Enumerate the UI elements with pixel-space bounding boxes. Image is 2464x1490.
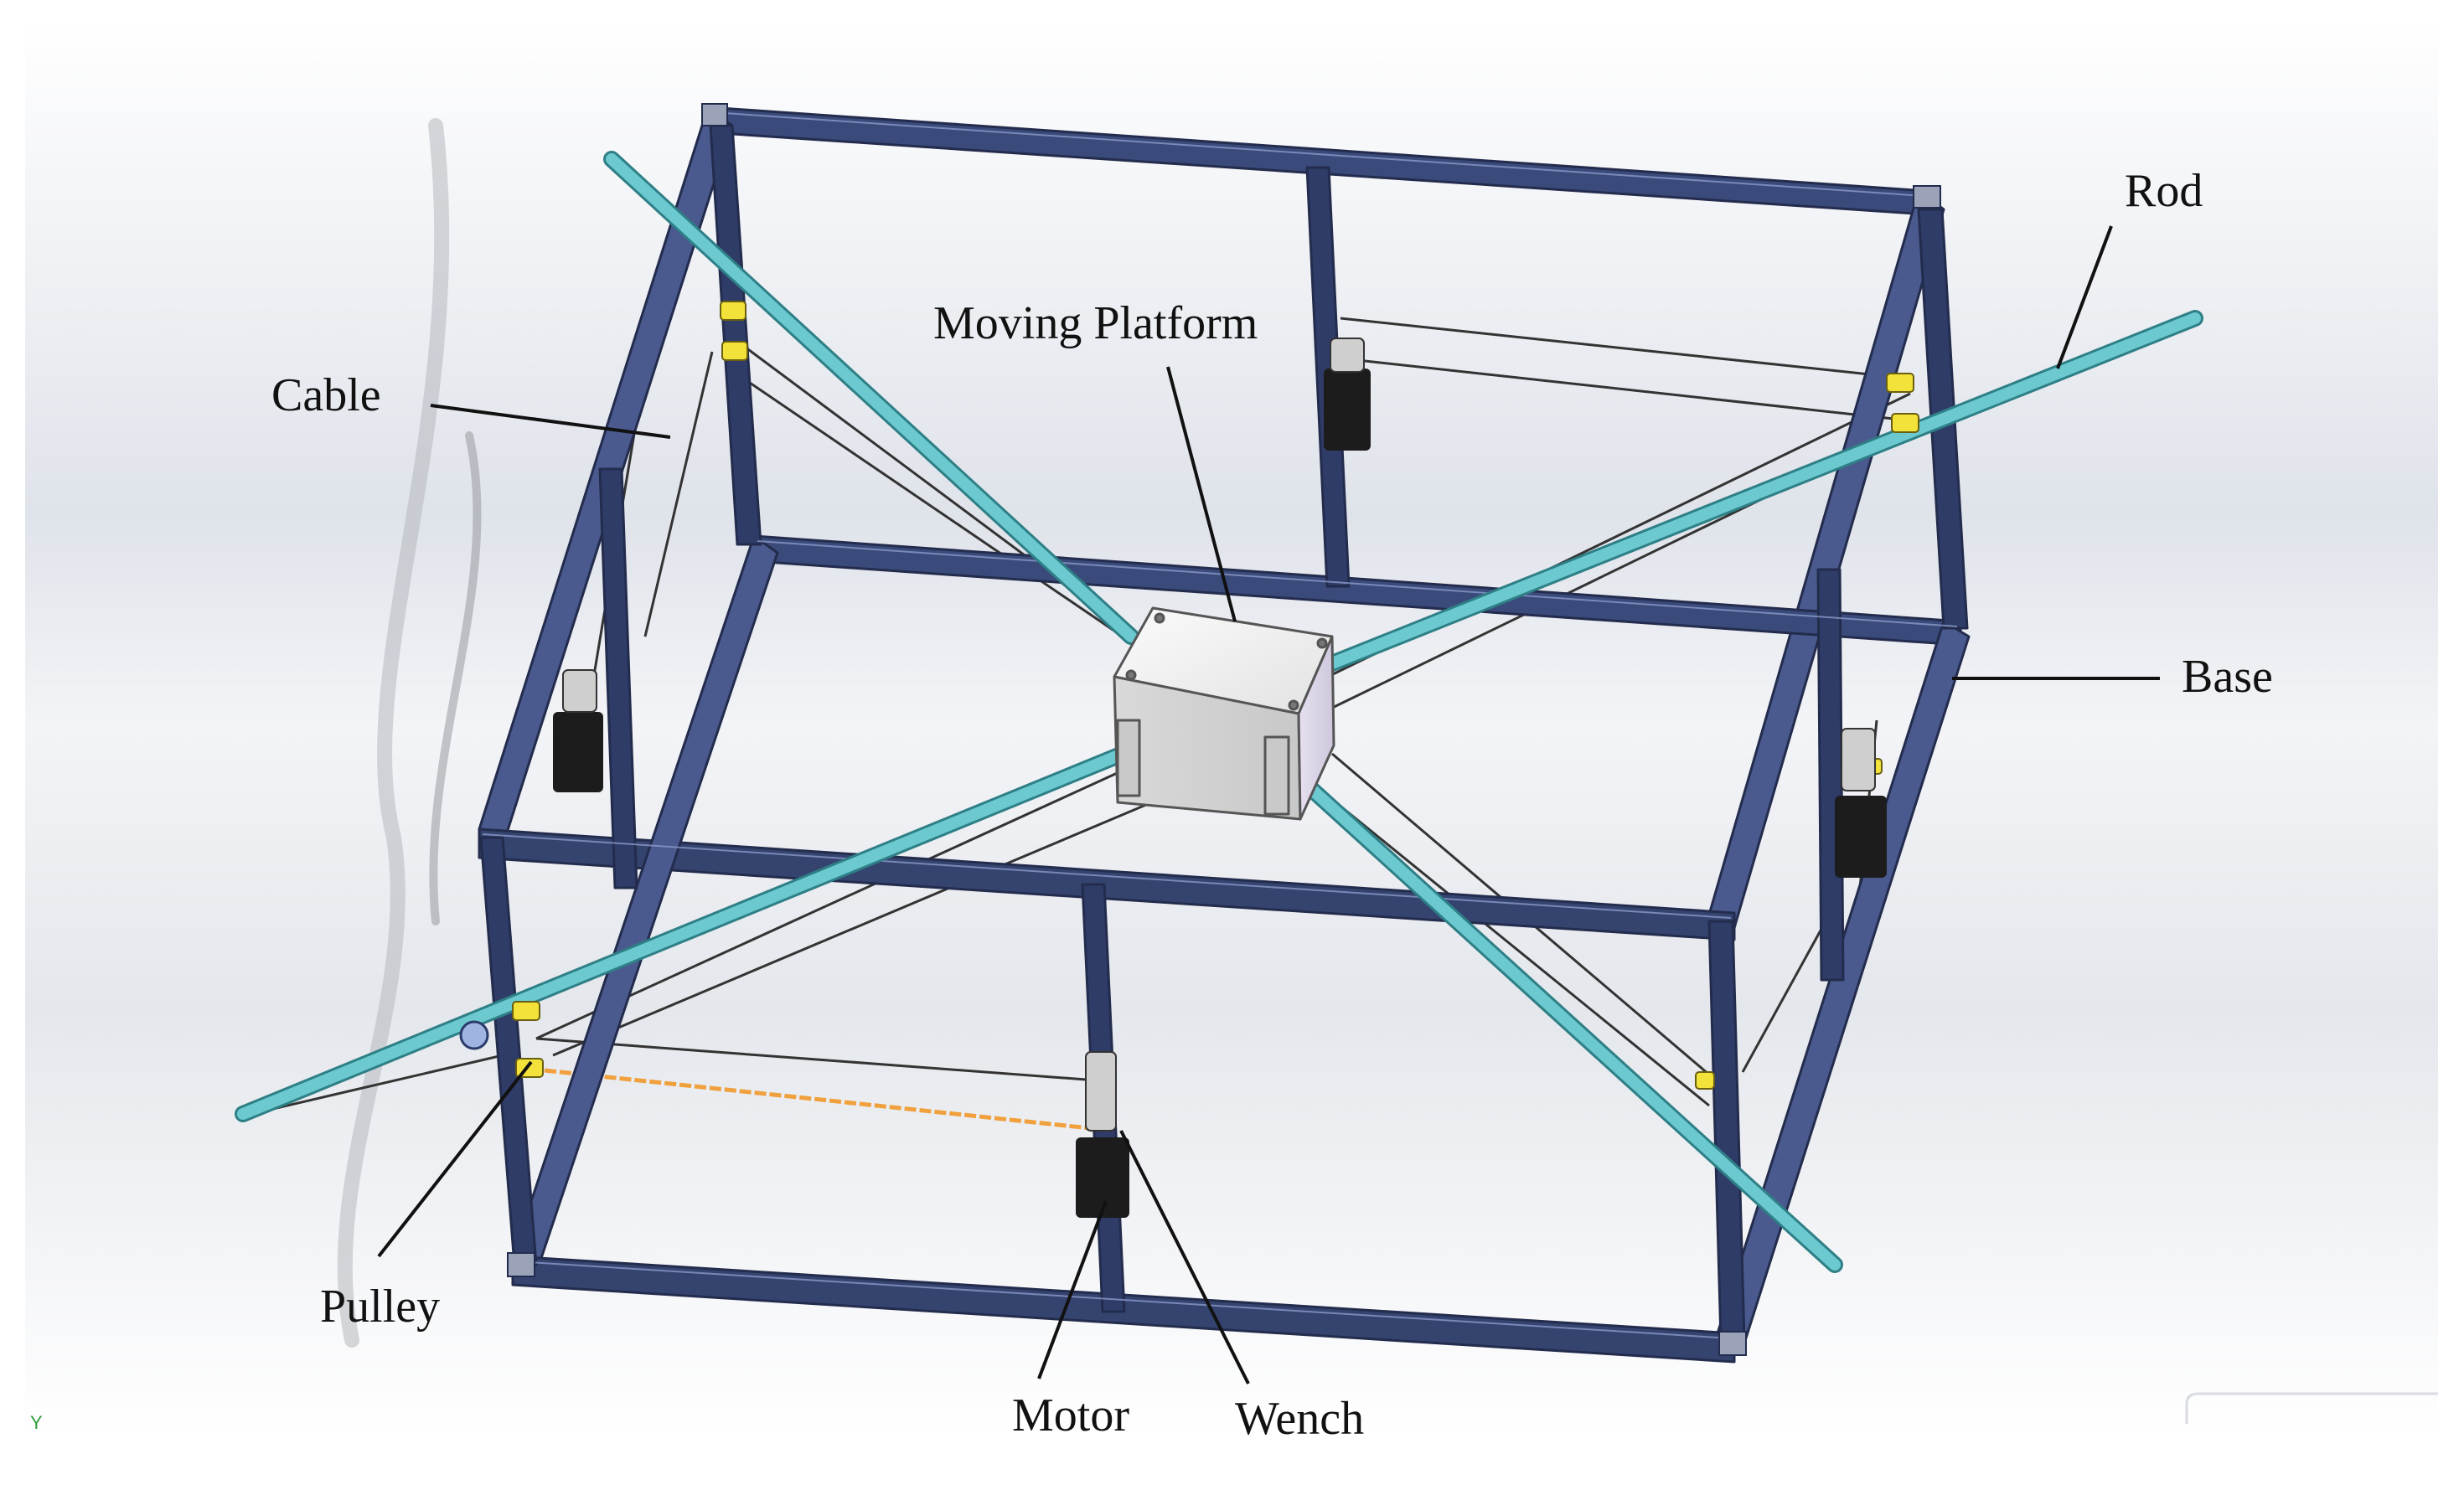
motor-icon — [1076, 1137, 1129, 1218]
frame-post-front-left — [479, 836, 538, 1266]
cable — [1741, 904, 1836, 1073]
cable — [535, 769, 1124, 1040]
label-motor: Motor — [1012, 1389, 1129, 1441]
cable — [251, 1054, 504, 1116]
leader-cable — [430, 404, 671, 439]
label-pulley: Pulley — [320, 1281, 440, 1333]
leader-moving-platform — [1166, 366, 1237, 622]
axis-triad-y: Y — [30, 1412, 43, 1433]
motor-unit-right — [1835, 728, 1887, 878]
platform-bracket — [1263, 735, 1290, 816]
motor-unit-back-mid — [1324, 338, 1371, 451]
platform-side-face — [1297, 635, 1335, 821]
leader-motor — [1037, 1200, 1108, 1379]
background-shadow-streak — [337, 118, 450, 1348]
leader-wench — [1119, 1130, 1250, 1384]
pulley-icon — [512, 1001, 540, 1021]
wench-icon — [562, 669, 597, 713]
callout-leaders — [377, 225, 2160, 1384]
rod-lower-right-fill — [1276, 756, 1841, 1271]
label-base: Base — [2182, 651, 2273, 703]
label-cable: Cable — [271, 369, 381, 421]
label-moving-platform: Moving Platform — [933, 297, 1258, 349]
cable — [535, 1037, 1098, 1082]
motor-icon — [553, 712, 603, 792]
label-rod: Rod — [2125, 165, 2203, 217]
corner-block — [701, 103, 728, 126]
wench-icon — [1085, 1051, 1117, 1132]
motor-unit-front-mid — [1076, 1051, 1129, 1218]
rods — [235, 151, 2203, 1273]
rod-lower-left-fill — [237, 748, 1129, 1120]
pulley-icon — [1695, 1071, 1715, 1090]
corner-block — [1913, 185, 1941, 209]
pulley-icon — [1886, 373, 1914, 393]
cable — [643, 351, 714, 637]
leader-pulley — [377, 1060, 533, 1258]
moving-platform — [1113, 606, 1335, 821]
cable — [1340, 317, 1894, 379]
cable — [1306, 777, 1710, 1107]
corner-block — [1718, 1331, 1747, 1356]
cable — [728, 367, 1124, 638]
corner-block — [507, 1252, 535, 1277]
pulley-icon — [1891, 413, 1919, 433]
wench-icon — [1330, 338, 1365, 373]
frame-highlights — [482, 111, 1958, 1339]
pulley-icon — [721, 341, 748, 361]
motors — [553, 338, 1887, 1218]
platform-screw — [1125, 669, 1137, 681]
platform-screw — [1154, 612, 1165, 624]
active-cable — [544, 1068, 1098, 1132]
label-wench: Wench — [1235, 1393, 1364, 1445]
rod-upper-right-fill — [1309, 312, 2201, 676]
cable — [552, 802, 1149, 1057]
leader-rod — [2056, 225, 2113, 369]
frame-corners — [507, 103, 1941, 1356]
frame-post-left-mid — [598, 467, 638, 889]
platform-screw — [1316, 637, 1328, 649]
background-shadow-streak-2 — [429, 431, 482, 925]
platform-bracket — [1116, 719, 1141, 797]
rod-upper-left-fill — [606, 153, 1137, 642]
platform-screw — [1288, 699, 1299, 711]
pulley-wheel-icon — [459, 1020, 489, 1050]
cable — [1356, 358, 1894, 420]
motor-unit-left — [553, 669, 603, 792]
wench-icon — [1841, 728, 1876, 791]
pulley-icon — [720, 301, 746, 321]
motor-icon — [1324, 369, 1371, 451]
motor-icon — [1835, 796, 1887, 878]
frame-post-right-mid — [1816, 568, 1845, 982]
view-corner-outline — [2185, 1392, 2438, 1424]
